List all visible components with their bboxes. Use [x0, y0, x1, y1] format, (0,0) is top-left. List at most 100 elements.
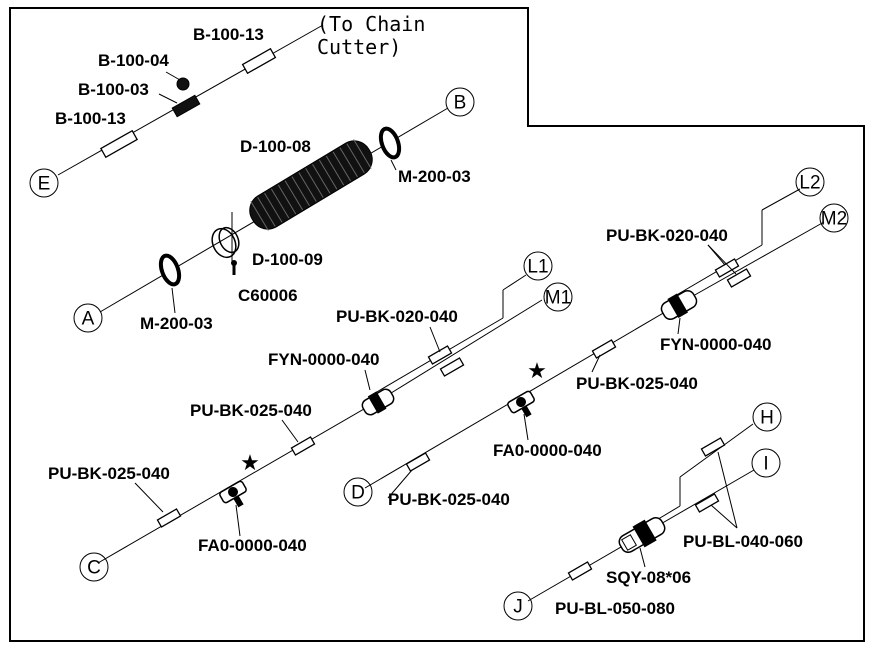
line-l2-c — [761, 188, 801, 211]
connector-m2-label: M2 — [821, 209, 847, 230]
leader-pubk020-mid — [429, 326, 441, 353]
connector-l1 — [523, 251, 553, 281]
label-fyn-right: FYN-0000-040 — [660, 335, 772, 354]
label-d100-08: D-100-08 — [240, 137, 311, 156]
tube-pubk020-right-a — [714, 258, 740, 278]
fitting-b100-04 — [176, 77, 190, 91]
tube-pubk025-center — [405, 452, 431, 472]
leader-b100-03 — [158, 93, 178, 104]
connector-e — [29, 168, 59, 198]
tube-publ040-a — [700, 437, 726, 457]
connector-c-label: C — [87, 558, 101, 579]
connector-l2-label: L2 — [799, 173, 820, 194]
fitting-sqy — [618, 517, 666, 553]
drawing-frame — [9, 7, 865, 642]
label-fa0-left: FA0-0000-040 — [198, 536, 307, 555]
star-icon-right: ★ — [527, 359, 547, 384]
leader-pubk025-left — [134, 482, 164, 513]
leader-b100-04 — [165, 71, 181, 81]
connector-l2 — [795, 167, 825, 197]
connector-i-label: I — [763, 454, 768, 475]
label-pubk025-mid: PU-BK-025-040 — [190, 401, 312, 420]
coiled-hose-d100-08 — [249, 139, 373, 231]
tube-pubk020-right-b — [726, 268, 752, 288]
fitting-fyn-right — [660, 290, 698, 320]
leader-publ040-a — [717, 451, 738, 529]
line-l1-c — [502, 274, 527, 291]
connector-e-label: E — [38, 174, 51, 195]
label-pubk020-mid: PU-BK-020-040 — [336, 307, 458, 326]
leader-sqy — [639, 547, 646, 568]
label-b100-13-left: B-100-13 — [55, 109, 126, 128]
connector-j-label: J — [513, 597, 523, 618]
leader-fa0-right — [523, 413, 529, 441]
note-line1: (To Chain — [317, 12, 425, 36]
label-pubk025-center: PU-BK-025-040 — [388, 490, 510, 509]
label-b100-13-top: B-100-13 — [193, 25, 264, 44]
connector-h — [752, 402, 782, 432]
label-publ050: PU-BL-050-080 — [555, 599, 675, 618]
leader-fyn-mid — [364, 369, 371, 391]
leader-m200-03-right — [390, 159, 397, 171]
tube-publ050 — [567, 561, 593, 581]
clamp-m200-03-right — [378, 126, 402, 160]
connector-b — [445, 87, 475, 117]
tube-publ040-b — [694, 493, 720, 513]
note-line2: Cutter) — [317, 35, 401, 59]
connector-a-label: A — [82, 309, 95, 330]
line-h-c — [679, 423, 754, 478]
leader-pubk025-mid — [281, 419, 299, 443]
tube-b100-13-left — [99, 129, 139, 159]
connector-c — [79, 552, 109, 582]
connector-i — [751, 448, 781, 478]
tube-pubk025-right — [591, 339, 617, 359]
leader-fa0-left — [235, 504, 241, 537]
label-b100-04: B-100-04 — [98, 51, 169, 70]
leader-m200-03-left — [171, 287, 176, 314]
connector-d-label: D — [351, 483, 365, 504]
label-pubk025-left: PU-BK-025-040 — [48, 464, 170, 483]
label-pubk020-right: PU-BK-020-040 — [606, 226, 728, 245]
connector-d — [343, 477, 373, 507]
connector-b-label: B — [454, 93, 467, 114]
clamp-d100-09 — [211, 212, 240, 275]
connector-j — [503, 591, 533, 621]
label-pubk025-right: PU-BK-025-040 — [576, 374, 698, 393]
line-m2 — [676, 221, 825, 306]
leader-pubk025-center — [387, 469, 413, 499]
label-c60006: C60006 — [238, 286, 298, 305]
star-icon-left: ★ — [240, 451, 260, 476]
connector-h-label: H — [760, 408, 774, 429]
connector-l1-label: L1 — [527, 257, 548, 278]
label-sqy: SQY-08*06 — [606, 568, 691, 587]
fitting-b100-03 — [171, 94, 201, 118]
fitting-fa0-right — [507, 390, 535, 418]
tube-pubk025-left — [156, 508, 182, 528]
clamp-m200-03-left — [158, 253, 182, 287]
connector-m1-label: M1 — [545, 288, 571, 309]
label-d100-09: D-100-09 — [252, 250, 323, 269]
label-fyn-mid: FYN-0000-040 — [268, 350, 380, 369]
label-publ040: PU-BL-040-060 — [683, 532, 803, 551]
leader-fyn-right — [677, 317, 681, 335]
fitting-fyn-mid — [361, 388, 395, 416]
label-m200-03-right: M-200-03 — [398, 167, 471, 186]
fitting-fa0-left — [219, 480, 247, 508]
connector-a — [73, 303, 103, 333]
tube-b100-13-top — [241, 47, 277, 75]
label-b100-03: B-100-03 — [78, 80, 149, 99]
label-fa0-right: FA0-0000-040 — [493, 441, 602, 460]
leader-publ040-b — [710, 504, 738, 529]
leader-pubk020-right-b — [707, 244, 737, 275]
connector-m1 — [543, 282, 573, 312]
tube-pubk020-mid-b — [439, 357, 465, 377]
leader-pubk025-right — [591, 354, 601, 373]
tube-pubk020-mid-a — [427, 345, 453, 365]
label-m200-03-left: M-200-03 — [140, 314, 213, 333]
line-m1 — [382, 299, 543, 399]
connector-m2 — [819, 203, 849, 233]
tube-pubk025-mid — [290, 436, 316, 456]
line-l2-a — [667, 244, 763, 301]
